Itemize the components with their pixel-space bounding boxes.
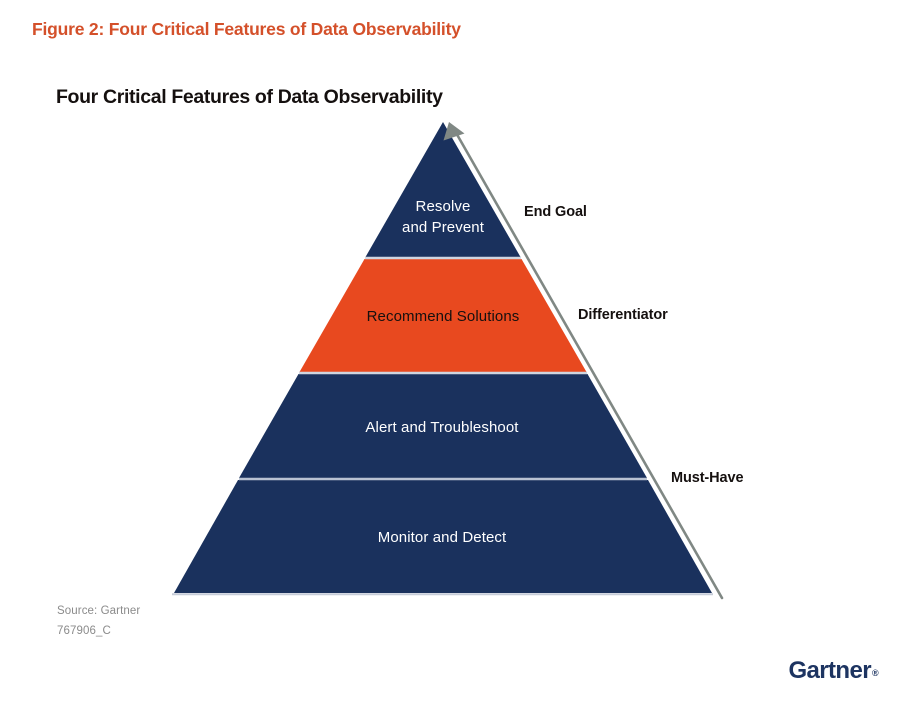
source-line-attribution: Source: Gartner [57, 605, 141, 617]
side-label-end-goal: End Goal [524, 204, 587, 220]
side-label-must-have: Must-Have [671, 470, 744, 486]
figure-caption: Figure 2: Four Critical Features of Data… [32, 19, 461, 39]
pyramid-tier-resolve-and-prevent [365, 122, 521, 257]
pyramid-tier-monitor-and-detect [174, 480, 712, 593]
progression-arrow-icon [443, 122, 724, 600]
side-label-differentiator: Differentiator [578, 307, 668, 323]
chart-title: Four Critical Features of Data Observabi… [56, 86, 443, 108]
gartner-logo-text: Gartner [788, 657, 871, 684]
source-line-id: 767906_C [57, 625, 111, 637]
registered-trademark-icon: ® [871, 668, 879, 678]
gartner-logo: Gartner® [788, 657, 878, 685]
source-note: Source: Gartner 767906_C [57, 601, 140, 641]
pyramid-tier-recommend-solutions [299, 259, 587, 372]
pyramid-tier-alert-and-troubleshoot [239, 374, 647, 478]
